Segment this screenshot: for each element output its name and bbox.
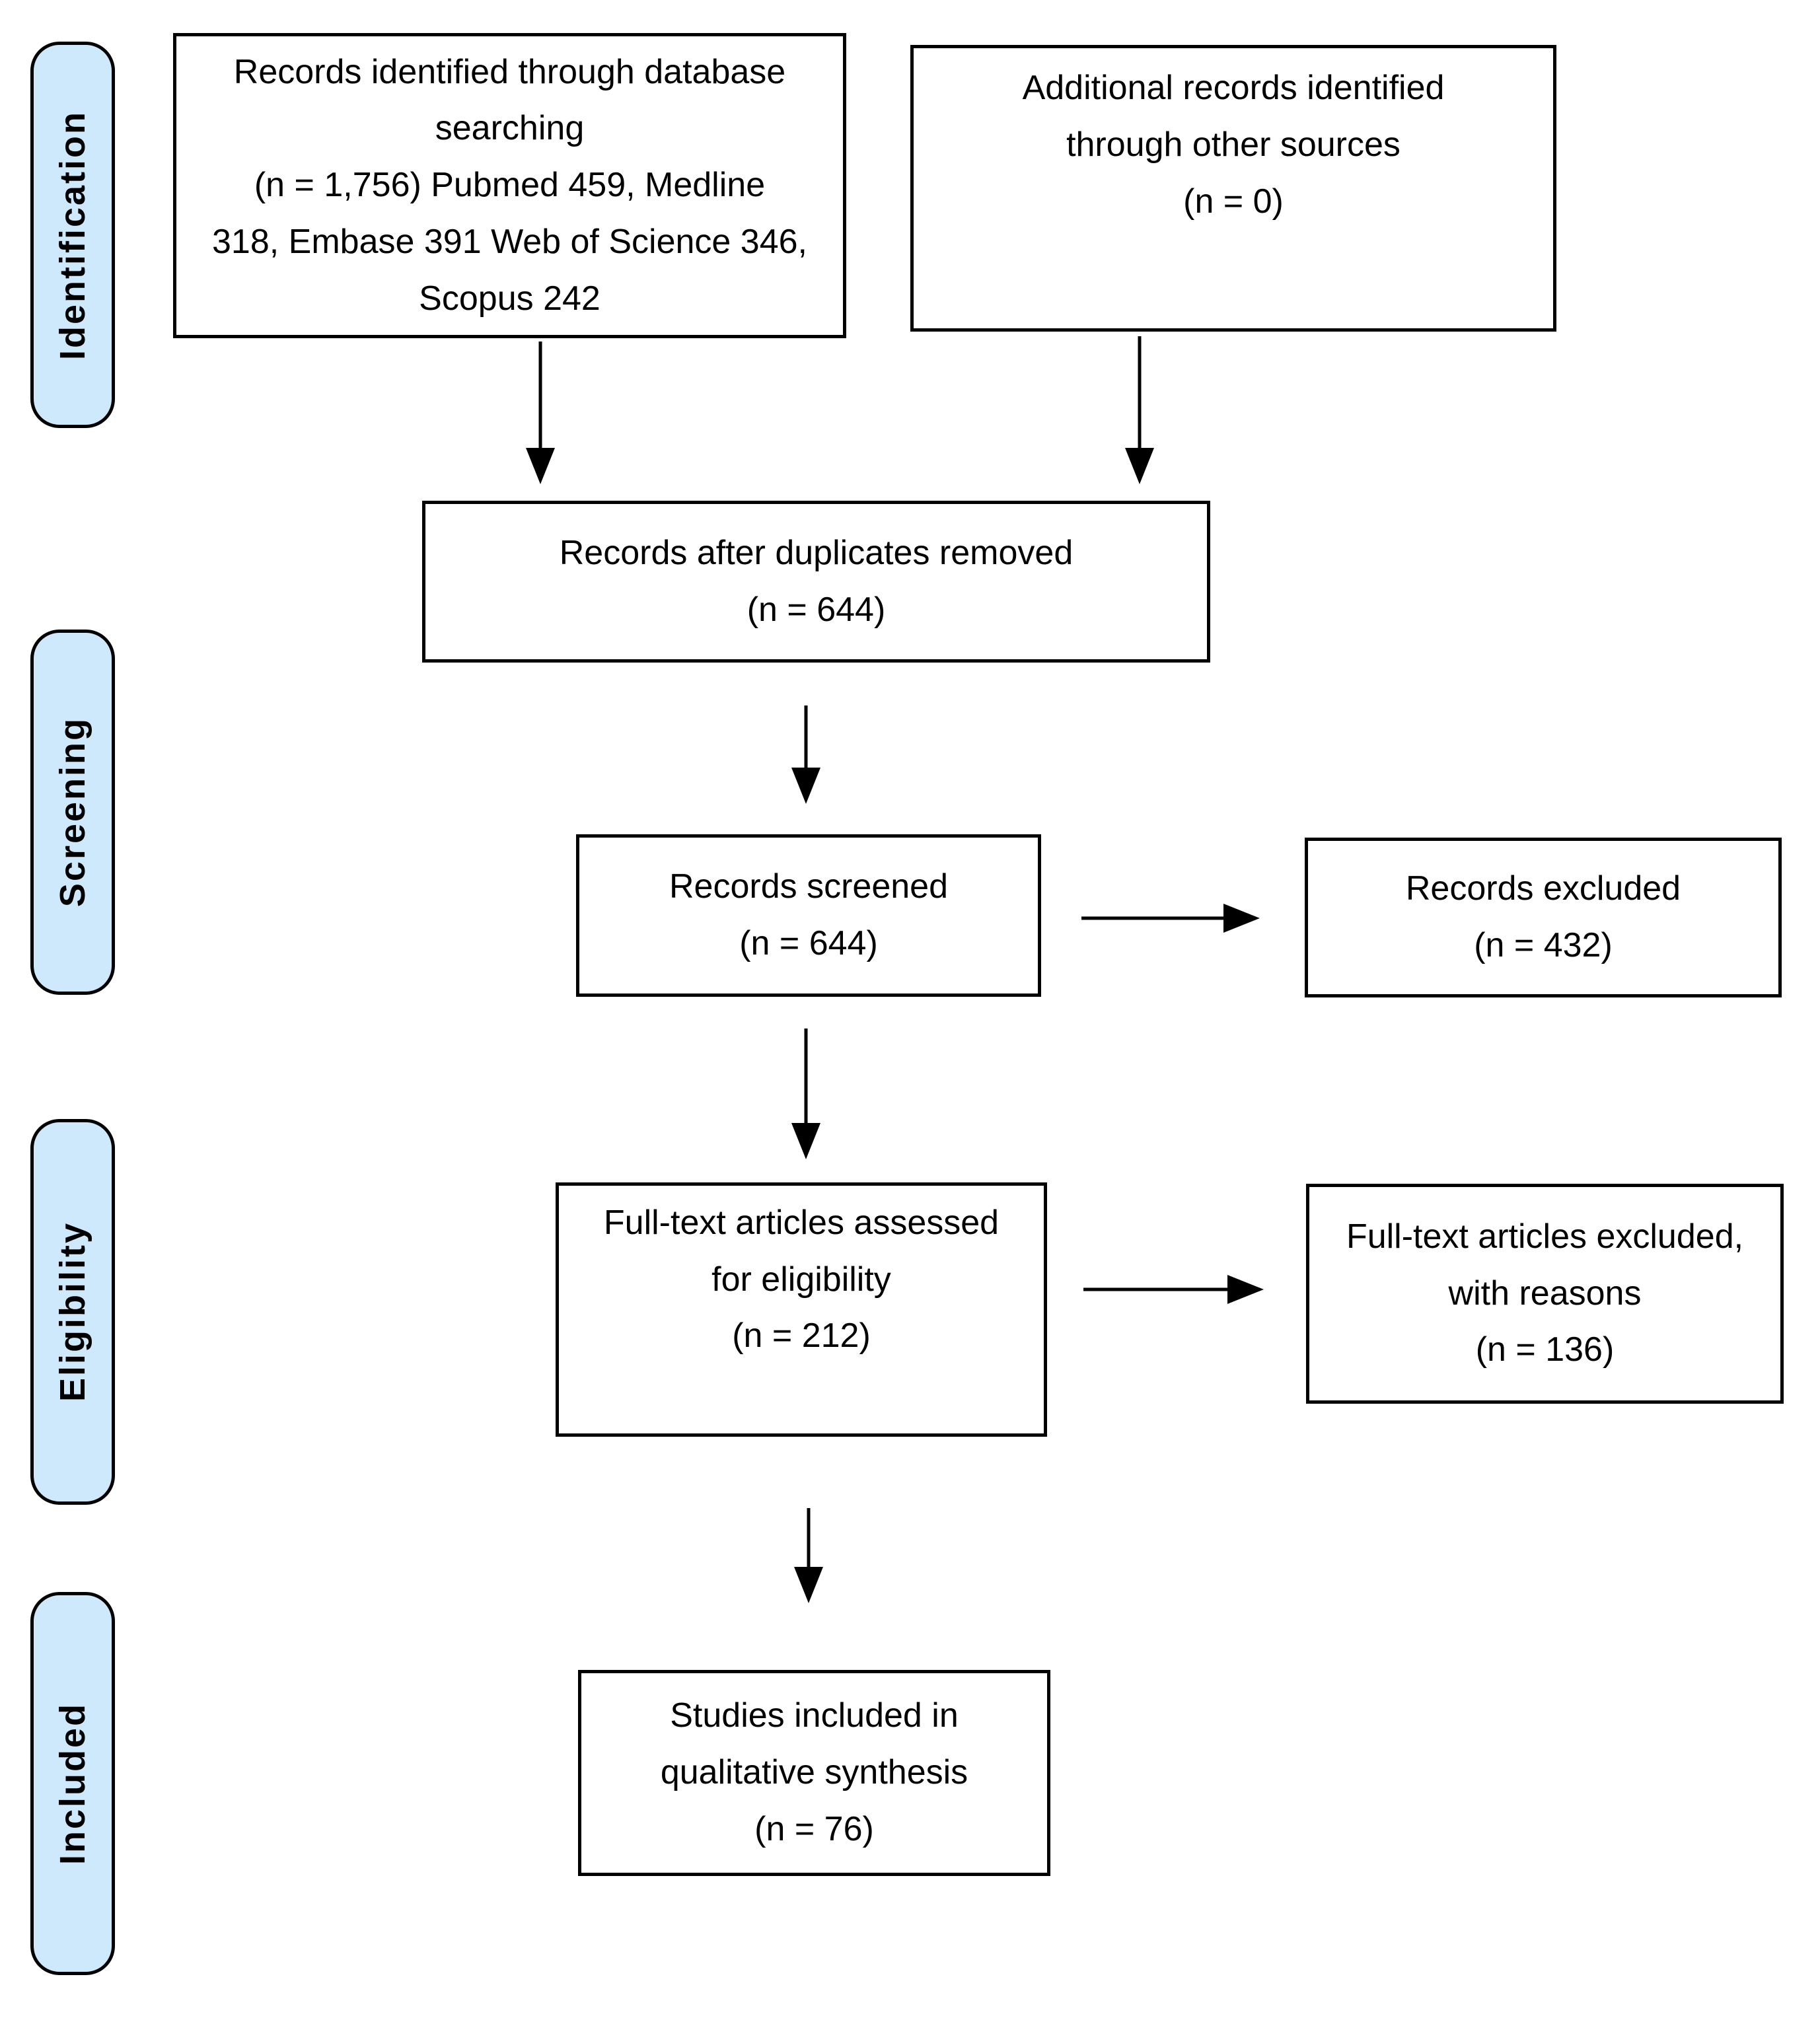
stage-identification-label: Identification [53,110,92,360]
box-additional-records-text: Additional records identified through ot… [1022,69,1445,221]
arrow-additional-to-duplicates [1125,336,1154,484]
stage-screening: Screening [30,630,115,995]
box-records-after-duplicates: Records after duplicates removed (n = 64… [422,501,1210,663]
stage-eligibility-label: Eligibility [53,1221,92,1402]
box-records-screened: Records screened (n = 644) [576,834,1041,997]
box-studies-included-text: Studies included in qualitative synthesi… [660,1696,968,1848]
stage-eligibility: Eligibility [30,1119,115,1505]
box-studies-included: Studies included in qualitative synthesi… [578,1670,1050,1876]
arrow-screened-to-fulltext [791,1029,820,1159]
arrow-fulltext-to-included [794,1508,823,1603]
stage-included-label: Included [53,1702,92,1865]
box-records-excluded-text: Records excluded (n = 432) [1405,869,1681,964]
box-records-identified: Records identified through database sear… [173,33,846,338]
stage-screening-label: Screening [53,717,92,908]
arrow-screened-to-excluded [1081,904,1260,933]
box-fulltext-excluded-text: Full-text articles excluded, with reason… [1346,1217,1744,1369]
box-fulltext-assessed: Full-text articles assessed for eligibil… [556,1182,1047,1437]
box-records-excluded: Records excluded (n = 432) [1305,838,1782,997]
box-additional-records: Additional records identified through ot… [910,45,1556,332]
arrow-fulltext-to-ft-excluded [1083,1275,1264,1304]
box-records-after-duplicates-text: Records after duplicates removed (n = 64… [559,533,1074,629]
box-fulltext-assessed-text: Full-text articles assessed for eligibil… [603,1203,1000,1355]
arrow-identified-to-duplicates [526,342,555,484]
stage-included: Included [30,1592,115,1975]
box-fulltext-excluded: Full-text articles excluded, with reason… [1306,1184,1784,1404]
box-records-identified-text: Records identified through database sear… [212,52,807,318]
stage-identification: Identification [30,42,115,428]
box-records-screened-text: Records screened (n = 644) [669,867,948,962]
arrow-duplicates-to-screened [791,705,820,804]
